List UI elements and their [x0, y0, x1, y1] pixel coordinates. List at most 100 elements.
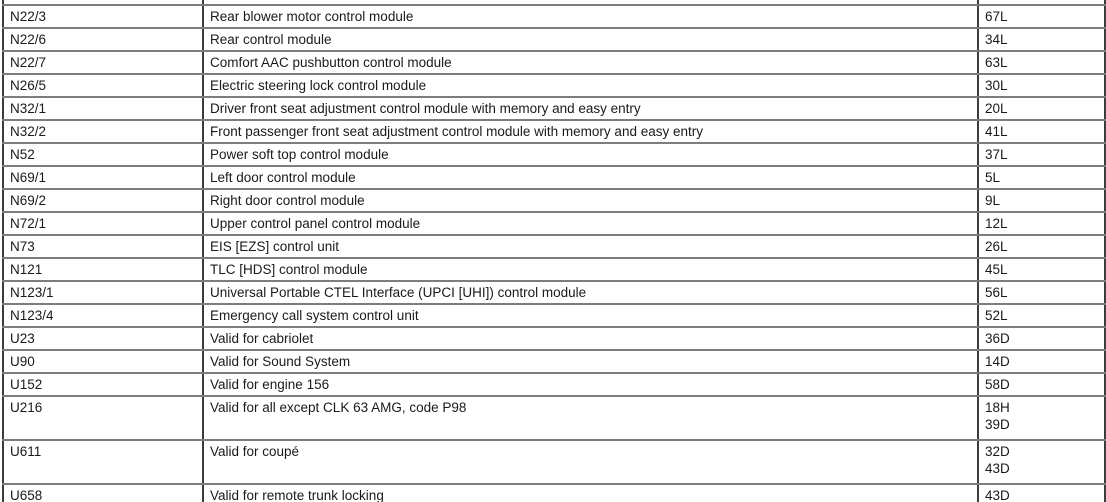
location-cell: 37L — [977, 143, 1106, 167]
location-value: 9L — [985, 193, 1001, 208]
location-value: 43D — [985, 488, 1010, 502]
code-cell: N121 — [2, 258, 203, 282]
description-cell: Comfort AAC pushbutton control module — [202, 51, 978, 75]
location-cell: 43D — [977, 484, 1106, 502]
location-cell: 58D — [977, 373, 1106, 397]
code-cell: U611 — [2, 440, 203, 485]
location-value: 58D — [985, 377, 1010, 392]
description-cell: Valid for all except CLK 63 AMG, code P9… — [202, 396, 978, 441]
code-cell: N72/1 — [2, 212, 203, 236]
location-value: 52L — [985, 308, 1008, 323]
location-value: 56L — [985, 285, 1008, 300]
location-value: 30L — [985, 78, 1008, 93]
location-cell: 56L — [977, 281, 1106, 305]
description-cell: Valid for Sound System — [202, 350, 978, 374]
code-cell: N26/5 — [2, 74, 203, 98]
location-cell: 52L — [977, 304, 1106, 328]
description-cell: Electric steering lock control module — [202, 74, 978, 98]
description-cell: Power soft top control module — [202, 143, 978, 167]
location-value: 39D — [985, 417, 1010, 432]
location-value: 26L — [985, 239, 1008, 254]
location-cell: 26L — [977, 235, 1106, 259]
location-value: 63L — [985, 55, 1008, 70]
code-cell: N69/2 — [2, 189, 203, 213]
code-cell: N32/1 — [2, 97, 203, 121]
location-value: 20L — [985, 101, 1008, 116]
description-cell: Emergency call system control unit — [202, 304, 978, 328]
code-cell: N73 — [2, 235, 203, 259]
code-cell: N22/6 — [2, 28, 203, 52]
code-cell: N123/4 — [2, 304, 203, 328]
location-value: 14D — [985, 354, 1010, 369]
location-value: 12L — [985, 216, 1008, 231]
location-value: 18H — [985, 400, 1010, 415]
location-value: 67L — [985, 9, 1008, 24]
code-cell: U90 — [2, 350, 203, 374]
code-cell: U23 — [2, 327, 203, 351]
location-value: 37L — [985, 147, 1008, 162]
location-cell: 67L — [977, 5, 1106, 29]
description-cell: TLC [HDS] control module — [202, 258, 978, 282]
code-cell: N22/7 — [2, 51, 203, 75]
code-cell: U658 — [2, 484, 203, 502]
description-cell: Upper control panel control module — [202, 212, 978, 236]
description-cell: Universal Portable CTEL Interface (UPCI … — [202, 281, 978, 305]
description-cell — [202, 0, 978, 6]
location-cell: 14D — [977, 350, 1106, 374]
description-cell: Driver front seat adjustment control mod… — [202, 97, 978, 121]
location-cell: 41L — [977, 120, 1106, 144]
description-cell: Left door control module — [202, 166, 978, 190]
location-value: 45L — [985, 262, 1008, 277]
code-cell — [2, 0, 203, 6]
location-value: 41L — [985, 124, 1008, 139]
location-value: 34L — [985, 32, 1008, 47]
code-cell: N123/1 — [2, 281, 203, 305]
location-cell: 36D — [977, 327, 1106, 351]
description-cell: Valid for cabriolet — [202, 327, 978, 351]
description-cell: Right door control module — [202, 189, 978, 213]
location-cell: 45L — [977, 258, 1106, 282]
location-cell: 12L — [977, 212, 1106, 236]
description-cell: Rear blower motor control module — [202, 5, 978, 29]
description-cell: Valid for engine 156 — [202, 373, 978, 397]
clipped-row-top — [2, 0, 1106, 6]
location-value: 43D — [985, 461, 1010, 476]
description-cell: Front passenger front seat adjustment co… — [202, 120, 978, 144]
location-value: 32D — [985, 444, 1010, 459]
location-cell: 9L — [977, 189, 1106, 213]
description-cell: EIS [EZS] control unit — [202, 235, 978, 259]
location-cell: 34L — [977, 28, 1106, 52]
code-cell: U152 — [2, 373, 203, 397]
location-value: 5L — [985, 170, 1001, 185]
code-cell: N32/2 — [2, 120, 203, 144]
location-cell: 5L — [977, 166, 1106, 190]
code-cell: N22/3 — [2, 5, 203, 29]
location-cell — [977, 0, 1106, 6]
location-cell: 63L — [977, 51, 1106, 75]
description-cell: Rear control module — [202, 28, 978, 52]
location-cell: 20L — [977, 97, 1106, 121]
description-cell: Valid for remote trunk locking — [202, 484, 978, 502]
